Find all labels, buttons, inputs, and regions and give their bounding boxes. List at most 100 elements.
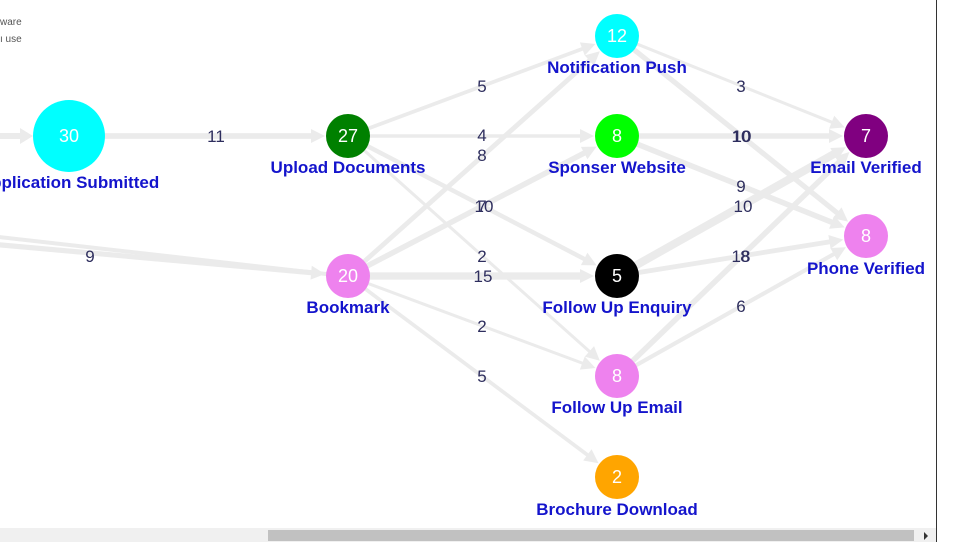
- edge-arrowhead: [584, 51, 600, 66]
- edge-value-label: 6: [736, 297, 745, 316]
- node-count: 20: [338, 266, 358, 286]
- edge-value-label: 10: [475, 197, 494, 216]
- edge-value-label: 3: [736, 77, 745, 96]
- edge-arrowhead: [834, 151, 850, 167]
- watermark-note: ware ı use: [0, 14, 22, 48]
- scroll-right-arrow-icon[interactable]: [917, 529, 935, 542]
- edge-line: [365, 143, 587, 262]
- edge-line: [634, 252, 836, 368]
- node-count: 8: [861, 226, 871, 246]
- edge-arrowhead: [828, 234, 844, 249]
- edge-line: [635, 42, 834, 124]
- edge-value-label: 15: [474, 267, 493, 286]
- horizontal-scrollbar[interactable]: [0, 528, 936, 542]
- edge-value-label: 2: [477, 317, 486, 336]
- edge-value-label: 4: [477, 126, 486, 145]
- edge-arrowhead: [583, 449, 599, 464]
- edge-value-label: 5: [477, 77, 486, 96]
- edge-arrowhead: [580, 252, 597, 266]
- edge-line: [366, 47, 585, 131]
- edge-value-label: 9: [85, 247, 94, 266]
- node-label: Follow Up Email: [551, 398, 682, 417]
- edge-arrowhead: [580, 269, 594, 283]
- edge-line: [364, 150, 587, 269]
- node-circle[interactable]: [326, 254, 370, 298]
- node-label: Application Submitted: [0, 173, 159, 192]
- node-count: 2: [612, 467, 622, 487]
- edge-line: [636, 239, 832, 275]
- scrollbar-thumb[interactable]: [268, 530, 914, 541]
- node-label: Upload Documents: [271, 158, 426, 177]
- watermark-note-line-2: ı use: [0, 34, 22, 45]
- node-count: 12: [607, 26, 627, 46]
- edge-arrowhead: [829, 215, 845, 229]
- edge-value-label: 10: [732, 127, 751, 146]
- edge-value-label: 18: [732, 247, 751, 266]
- node-app[interactable]: 30Application Submitted: [0, 100, 159, 192]
- watermark-note-line-1: ware: [0, 17, 22, 28]
- node-count: 27: [338, 126, 358, 146]
- edge-arrowhead: [579, 356, 596, 370]
- edge-value-label: 11: [207, 127, 225, 146]
- edge-value-label: 7: [477, 197, 486, 216]
- edge-arrowhead: [580, 146, 597, 160]
- node-label: Brochure Download: [536, 500, 698, 519]
- edge-value-label: 10: [733, 127, 752, 146]
- node-circle[interactable]: [844, 114, 888, 158]
- edge-arrowhead: [20, 128, 33, 144]
- edge-line: [631, 47, 840, 216]
- node-label: Sponser Website: [548, 158, 686, 177]
- node-circle[interactable]: [595, 354, 639, 398]
- node-circle[interactable]: [595, 254, 639, 298]
- node-count: 30: [59, 126, 79, 146]
- edge-line: [630, 158, 843, 364]
- edge-arrowhead: [310, 265, 326, 280]
- node-count: 8: [612, 366, 622, 386]
- edge-line: [362, 58, 592, 264]
- edge-value-label: 5: [477, 367, 486, 386]
- node-circle[interactable]: [595, 14, 639, 58]
- edge-arrowhead: [580, 129, 594, 143]
- edge-line: [632, 150, 838, 270]
- node-count: 5: [612, 266, 622, 286]
- node-count: 8: [612, 126, 622, 146]
- node-circle[interactable]: [33, 100, 105, 172]
- edge-arrowhead: [311, 129, 325, 143]
- panel-divider: [936, 0, 937, 542]
- edge-arrowhead: [829, 129, 843, 143]
- edge-arrowhead: [830, 247, 846, 261]
- node-circle[interactable]: [595, 114, 639, 158]
- edge-arrowhead: [584, 346, 600, 361]
- edge-value-label: 2: [477, 247, 486, 266]
- edge-line: [363, 287, 590, 457]
- edge-line: [367, 282, 584, 365]
- edge-arrowhead: [579, 42, 596, 56]
- edge-arrowhead: [830, 147, 846, 161]
- node-circle[interactable]: [595, 455, 639, 499]
- edge-value-label: 8: [477, 146, 486, 165]
- edge-value-label: 8: [740, 247, 749, 266]
- edge-line: [362, 149, 591, 353]
- node-circle[interactable]: [844, 214, 888, 258]
- edge-value-label: 10: [734, 197, 753, 216]
- node-circle[interactable]: [326, 114, 370, 158]
- edge-line: [634, 141, 835, 225]
- side-panel-edge: [937, 0, 953, 542]
- node-label: Follow Up Enquiry: [542, 298, 692, 317]
- node-label: Bookmark: [306, 298, 390, 317]
- node-label: Phone Verified: [807, 259, 925, 278]
- edge-value-label: 9: [736, 177, 745, 196]
